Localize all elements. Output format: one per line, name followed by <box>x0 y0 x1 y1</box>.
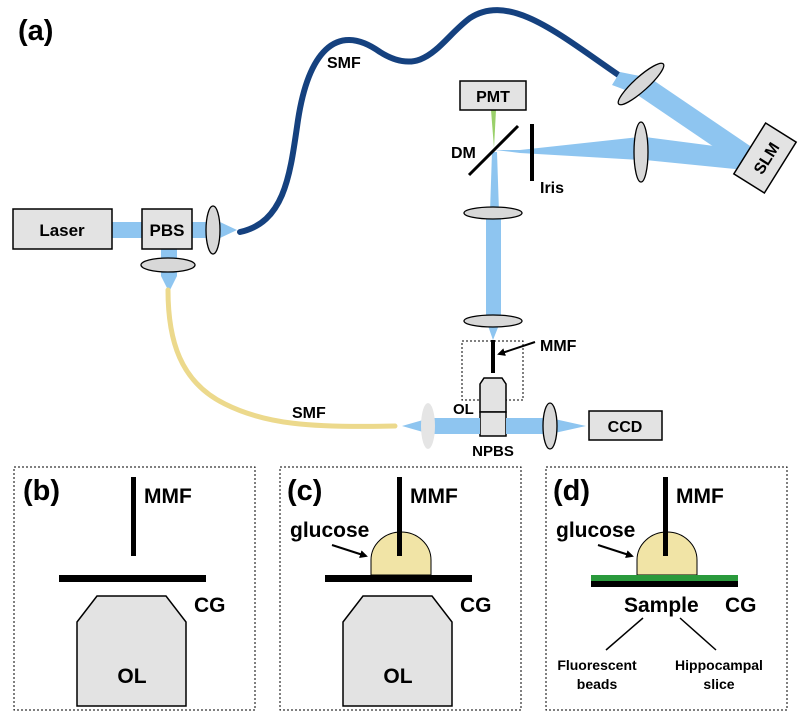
panel-a: (a) Laser PBS SMF <box>12 7 798 460</box>
dm-label: DM <box>451 145 476 162</box>
objective-lens <box>479 377 507 413</box>
laser-box <box>12 208 113 250</box>
lens-relay-lower <box>463 314 523 328</box>
iris-to-dm-beam <box>495 150 520 153</box>
pmt-label: PMT <box>476 89 510 106</box>
npbs-cube <box>479 411 507 437</box>
panel-c-frame <box>279 466 522 711</box>
npbs-label: NPBS <box>472 443 514 460</box>
panel-d-coverglass <box>591 581 738 587</box>
panel-d-hippocampal-label-1: Hippocampal <box>675 657 763 673</box>
fluorescence-beam <box>491 110 496 148</box>
panel-c-coverglass <box>325 575 472 582</box>
panel-b-cg-label: CG <box>194 594 226 617</box>
panel-c-ol-label: OL <box>383 665 412 688</box>
panel-d-glucose-arrow <box>597 544 634 558</box>
panel-d-sample-label: Sample <box>624 594 699 617</box>
focused-beam-iris <box>520 137 640 160</box>
iris-label: Iris <box>540 180 564 197</box>
panel-c: (c) MMF glucose CG OL <box>279 466 522 711</box>
smf-fiber-blue <box>237 7 623 235</box>
npbs-right-beam <box>506 418 550 434</box>
panel-d-label: (d) <box>553 475 590 507</box>
panel-c-cg-label: CG <box>460 594 492 617</box>
pbs-box <box>141 208 193 250</box>
slm-incoming-beam <box>612 72 756 166</box>
lens-npbs-right <box>542 402 558 450</box>
npbs-left-beam <box>430 418 480 434</box>
panel-c-label: (c) <box>287 475 322 507</box>
panel-c-glucose-label: glucose <box>290 519 369 542</box>
pmt-box <box>459 80 527 111</box>
panel-d-fluorescent-label-1: Fluorescent <box>557 657 637 673</box>
ccd-label: CCD <box>608 419 643 436</box>
panel-d-sample-layer <box>591 575 738 581</box>
panel-d-mmf-fiber <box>663 477 668 556</box>
pbs-label: PBS <box>150 221 185 240</box>
panel-b-mmf-fiber <box>131 477 136 556</box>
panel-b-objective <box>76 595 187 707</box>
panel-d: (d) MMF glucose Sample CG Fluorescent be… <box>545 466 788 711</box>
panel-c-mmf-label: MMF <box>410 485 458 508</box>
panel-b-coverglass <box>59 575 206 582</box>
lens-relay-upper <box>463 206 523 220</box>
panel-d-frame <box>545 466 788 711</box>
panel-d-beads-pointer <box>605 617 644 651</box>
smf-fiber-yellow <box>165 287 398 429</box>
panel-b-frame <box>13 466 256 711</box>
smf-top-label: SMF <box>327 55 361 72</box>
panel-c-objective <box>342 595 453 707</box>
dm-to-lens-beam <box>490 152 499 212</box>
panel-b-ol-label: OL <box>117 665 146 688</box>
panel-d-slice-pointer <box>679 617 717 651</box>
panel-d-hippocampal-label-2: slice <box>703 676 734 692</box>
mmf-label: MMF <box>540 338 577 355</box>
smf-bottom-label: SMF <box>292 405 326 422</box>
mmf-fiber <box>491 340 495 373</box>
dichroic-mirror <box>467 124 520 177</box>
panel-b-mmf-label: MMF <box>144 485 192 508</box>
panel-c-glucose-arrow <box>331 544 368 558</box>
mmf-arrow <box>497 341 536 356</box>
slm-box <box>732 121 798 195</box>
ccd-box <box>588 410 663 441</box>
ol-label: OL <box>453 401 474 418</box>
iris-aperture <box>530 124 534 181</box>
laser-label: Laser <box>39 221 85 240</box>
panel-b-label: (b) <box>23 475 60 507</box>
slm-outgoing-beam <box>645 137 745 170</box>
relay-beam <box>486 212 501 320</box>
lens-npbs-left <box>421 403 435 449</box>
panel-d-mmf-label: MMF <box>676 485 724 508</box>
panel-d-cg-label: CG <box>725 594 757 617</box>
lens-pbs-bottom <box>140 257 196 273</box>
panel-a-label: (a) <box>18 15 53 47</box>
lens-slm-return <box>633 121 649 183</box>
panel-c-mmf-fiber <box>397 477 402 556</box>
panel-d-fluorescent-label-2: beads <box>577 676 618 692</box>
lens-pbs-right <box>205 205 221 255</box>
lens-fiber-output <box>617 62 665 106</box>
npbs-right-focus <box>550 418 586 434</box>
panel-d-glucose-label: glucose <box>556 519 635 542</box>
panel-b: (b) MMF CG OL <box>13 466 256 711</box>
